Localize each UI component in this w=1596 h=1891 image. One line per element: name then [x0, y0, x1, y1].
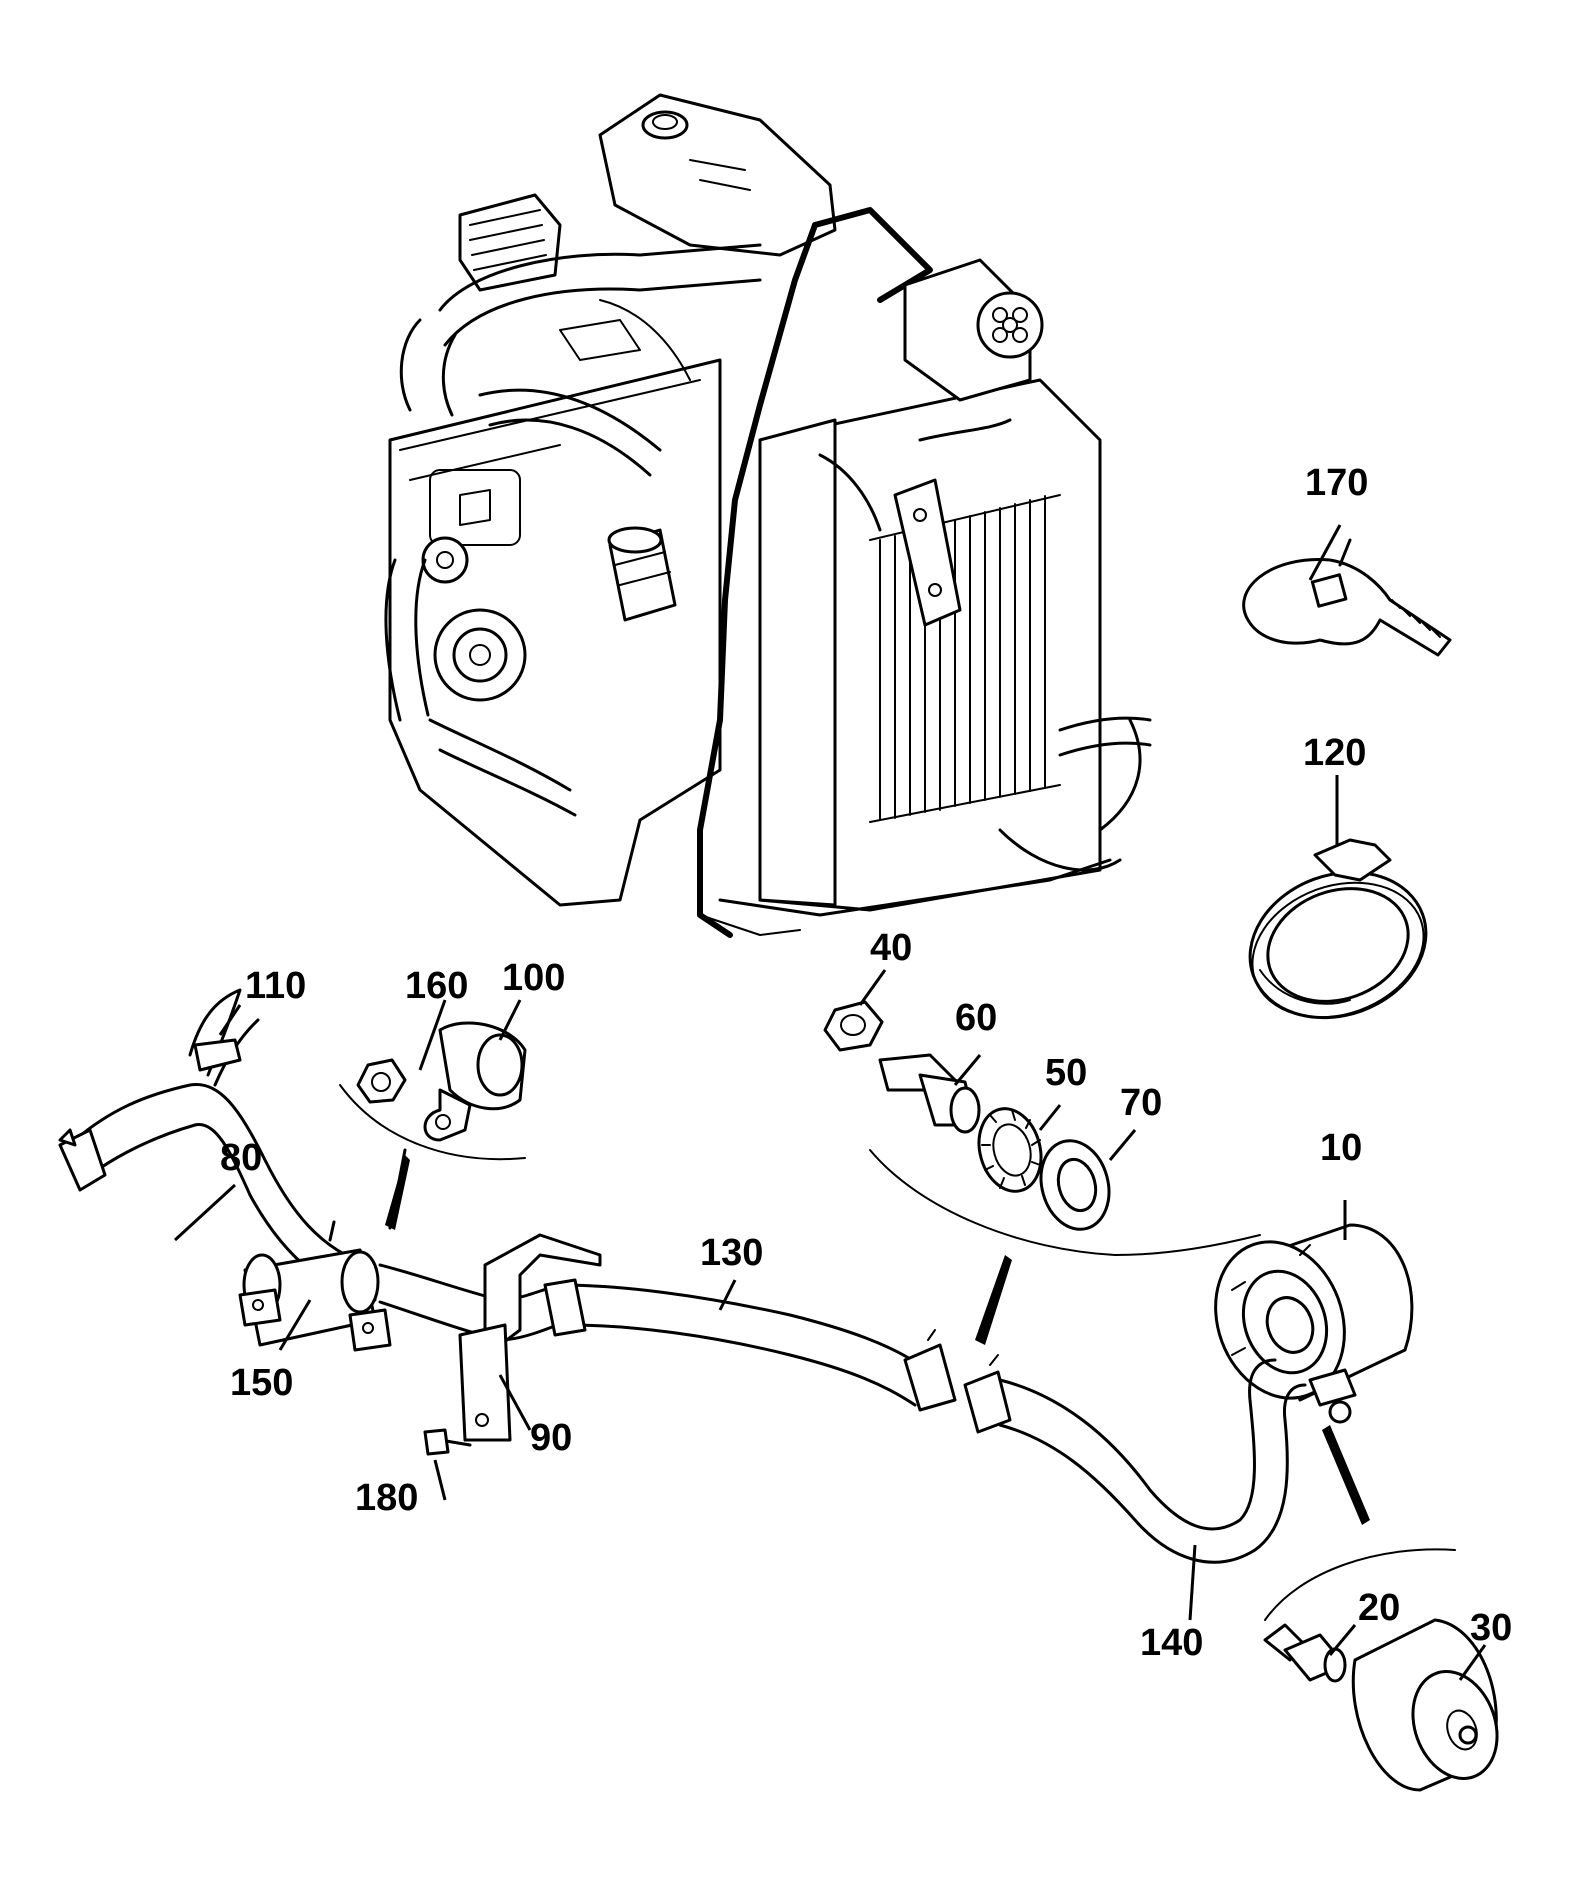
callout-100: 100: [502, 957, 565, 999]
callout-50: 50: [1045, 1052, 1087, 1094]
detail-inset-40-70: [823, 1000, 1261, 1345]
engine-assembly: [384, 93, 1152, 938]
detail-inset-20-30: [1263, 1425, 1499, 1792]
callout-10: 10: [1320, 1127, 1362, 1169]
callout-110: 110: [245, 965, 306, 1007]
callout-90: 90: [530, 1417, 572, 1459]
callout-80: 80: [220, 1137, 262, 1179]
callout-180: 180: [355, 1477, 418, 1519]
heater-unit-10: [1214, 1223, 1414, 1424]
callout-40: 40: [870, 927, 912, 969]
callout-70: 70: [1120, 1082, 1162, 1124]
callout-160: 160: [405, 965, 468, 1007]
callout-140: 140: [1140, 1622, 1203, 1664]
callout-170: 170: [1305, 462, 1368, 504]
callout-60: 60: [955, 997, 997, 1039]
callout-labels: 170 120 110 160 100 80 150 90 180 130 14…: [220, 462, 1512, 1664]
cable-tie-170: [1242, 538, 1452, 657]
leader-lines: [173, 524, 1487, 1681]
callout-20: 20: [1358, 1587, 1400, 1629]
detail-inset-160-100: [339, 1021, 527, 1230]
hose-assembly: [58, 988, 1307, 1564]
callout-30: 30: [1470, 1607, 1512, 1649]
callout-150: 150: [230, 1362, 293, 1404]
callout-130: 130: [700, 1232, 763, 1274]
callout-120: 120: [1303, 732, 1366, 774]
hose-clamp-120: [1248, 838, 1428, 1020]
